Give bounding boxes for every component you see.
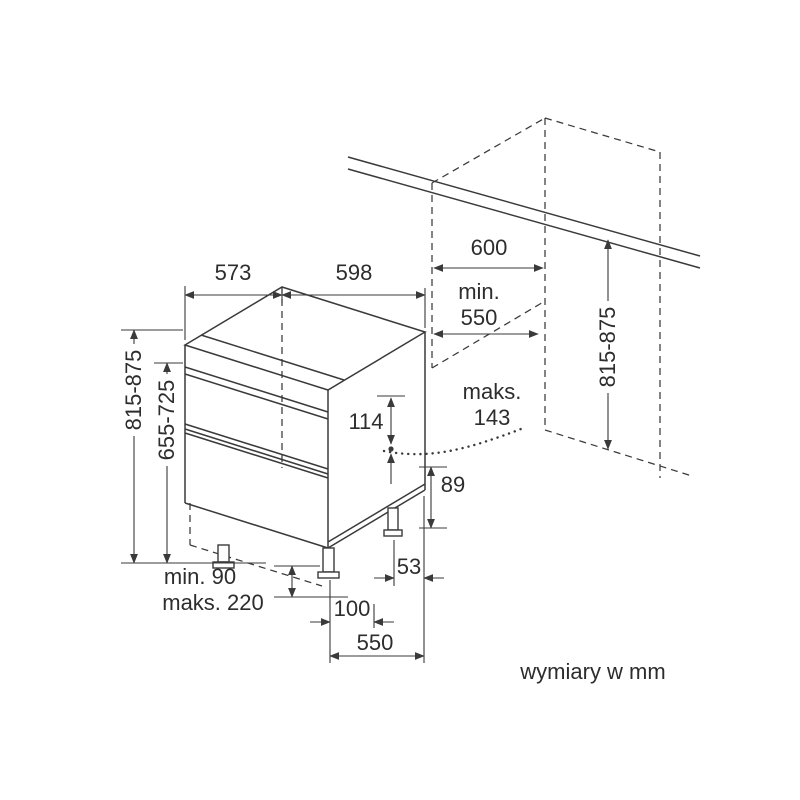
countertop-lines <box>347 156 701 269</box>
dim-114-label: 114 <box>348 409 383 434</box>
dim-655-725-label: 655-725 <box>154 380 179 461</box>
units-caption: wymiary w mm <box>519 659 665 684</box>
dim-143-label: 143 <box>474 405 511 430</box>
dim-maks220-label: maks. 220 <box>162 590 264 615</box>
dim-600-label: 600 <box>471 235 508 260</box>
rear-foot <box>387 507 399 531</box>
front-right-foot-plate <box>317 571 340 579</box>
dim-min550-word: min. <box>458 279 500 304</box>
rear-foot-plate <box>383 529 403 537</box>
dimension-annotations: 573 598 600 min. 550 815-875 655-725 815… <box>119 235 623 663</box>
dim-min90-label: min. 90 <box>164 564 236 589</box>
dim-min550-value: 550 <box>461 305 498 330</box>
dim-598-label: 598 <box>336 260 373 285</box>
hose-leader-dotted <box>382 427 523 456</box>
dim-815-875-left-label: 815-875 <box>121 350 146 431</box>
dim-53-label: 53 <box>397 554 421 579</box>
dim-maks-word: maks. <box>463 379 522 404</box>
front-left-foot <box>217 544 230 563</box>
dim-89-label: 89 <box>441 472 465 497</box>
dim-100-label: 100 <box>334 596 371 621</box>
niche-outline-dashed <box>431 117 693 478</box>
dishwasher-body <box>183 286 427 587</box>
hose-outlet-point <box>388 446 394 452</box>
dim-815-875-right-label: 815-875 <box>595 307 620 388</box>
dim-550-label: 550 <box>357 630 394 655</box>
front-left-foot-plate <box>212 561 235 569</box>
adjustable-feet <box>212 507 403 579</box>
dim-573-label: 573 <box>215 260 252 285</box>
front-right-foot <box>322 547 335 573</box>
